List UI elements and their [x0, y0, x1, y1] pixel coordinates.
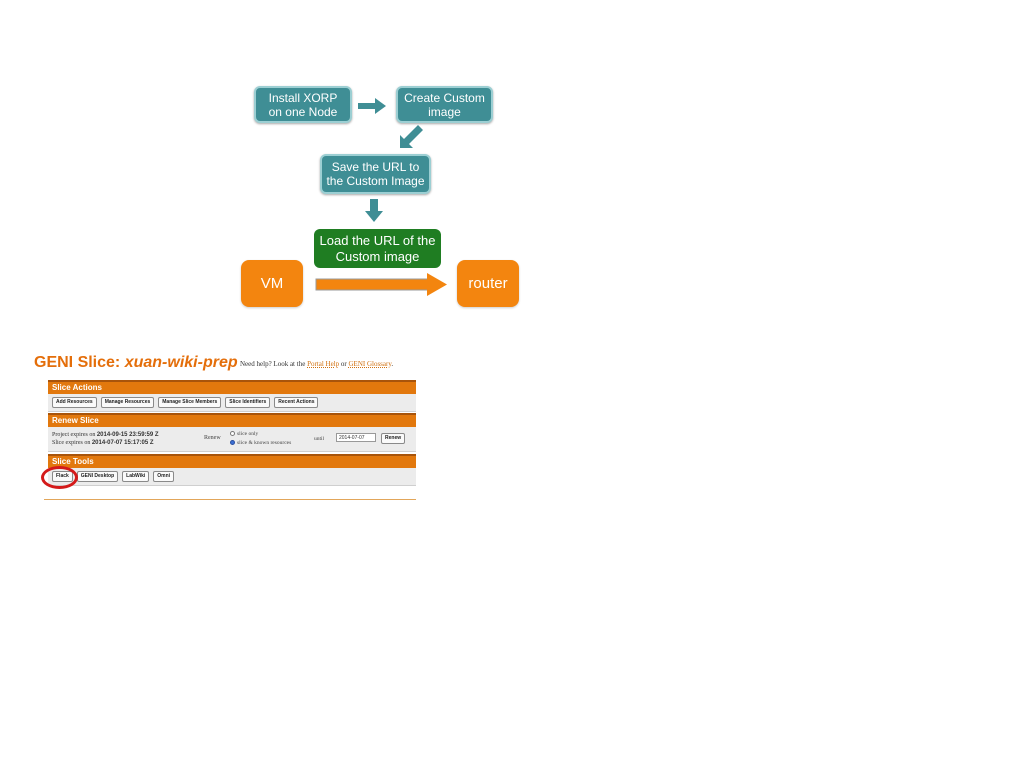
manage-slice-members-button[interactable]: Manage Slice Members — [158, 397, 222, 408]
create-custom-image-node: Create Custom image — [396, 86, 493, 123]
highlight-circle — [41, 466, 78, 489]
help-suffix: . — [391, 360, 394, 368]
renew-label: Renew — [204, 435, 221, 441]
page-title: GENI Slice: xuan-wiki-prep — [34, 354, 238, 372]
renew-slice-panel: Renew Slice Project expires on 2014-09-1… — [48, 413, 416, 452]
project-expires-value: 2014-09-15 23:59:59 Z — [96, 432, 159, 438]
renew-button[interactable]: Renew — [381, 433, 406, 444]
slice-identifiers-button[interactable]: Slice Identifiers — [225, 397, 271, 408]
help-prefix: Need help? Look at the — [240, 360, 308, 368]
until-label: until — [314, 436, 325, 442]
help-text: Need help? Look at the Portal Help or GE… — [240, 360, 393, 368]
slice-expires-label: Slice expires on — [52, 440, 92, 446]
slice-expiration: Slice expires on 2014-07-07 15:17:05 Z — [52, 439, 159, 447]
project-expiration: Project expires on 2014-09-15 23:59:59 Z — [52, 431, 159, 439]
radio-icon[interactable] — [230, 431, 235, 437]
renew-slice-header: Renew Slice — [48, 413, 416, 427]
recent-actions-button[interactable]: Recent Actions — [274, 397, 319, 408]
renew-row: Project expires on 2014-09-15 23:59:59 Z… — [48, 427, 416, 452]
slice-actions-row: Add Resources Manage Resources Manage Sl… — [48, 394, 416, 412]
radio-selected-icon[interactable] — [230, 440, 235, 446]
geni-glossary-link[interactable]: GENI Glossary — [348, 360, 392, 368]
slice-only-label: slice only — [237, 431, 259, 437]
slice-known-resources-label: slice & known resources — [237, 440, 292, 446]
labwiki-button[interactable]: LabWiki — [122, 471, 150, 482]
save-url-node: Save the URL to the Custom Image — [320, 154, 431, 194]
slice-tools-panel: Slice Tools Flack GENI Desktop LabWiki O… — [48, 454, 416, 486]
router-node: router — [457, 260, 519, 307]
renew-date-input[interactable]: 2014-07-07 — [336, 433, 376, 442]
load-url-node: Load the URL of the Custom image — [314, 229, 441, 268]
arrow-long-right-icon — [315, 273, 447, 296]
slice-name: xuan-wiki-prep — [124, 354, 238, 371]
expiration-info: Project expires on 2014-09-15 23:59:59 Z… — [52, 431, 159, 447]
slice-actions-header: Slice Actions — [48, 380, 416, 394]
arrow-diagonal-icon — [400, 125, 423, 148]
slice-tools-row: Flack GENI Desktop LabWiki Omni — [48, 468, 416, 486]
omni-button[interactable]: Omni — [153, 471, 175, 482]
renew-options: slice only slice & known resources — [230, 430, 291, 448]
install-xorp-node: Install XORP on one Node — [254, 86, 352, 123]
slice-actions-panel: Slice Actions Add Resources Manage Resou… — [48, 380, 416, 412]
title-prefix: GENI Slice: — [34, 354, 125, 371]
slice-expires-value: 2014-07-07 15:17:05 Z — [91, 440, 154, 446]
project-expires-label: Project expires on — [52, 432, 97, 438]
arrow-right-icon — [358, 98, 386, 114]
divider — [44, 499, 416, 500]
help-mid: or — [339, 360, 349, 368]
add-resources-button[interactable]: Add Resources — [52, 397, 97, 408]
vm-node: VM — [241, 260, 303, 307]
slice-known-resources-option[interactable]: slice & known resources — [230, 439, 291, 448]
geni-desktop-button[interactable]: GENI Desktop — [76, 471, 119, 482]
geni-portal-screenshot: GENI Slice: xuan-wiki-prep Need help? Lo… — [34, 354, 424, 504]
portal-help-link[interactable]: Portal Help — [307, 360, 340, 368]
arrow-down-icon — [365, 199, 383, 222]
manage-resources-button[interactable]: Manage Resources — [100, 397, 155, 408]
slice-tools-header: Slice Tools — [48, 454, 416, 468]
slice-only-option[interactable]: slice only — [230, 430, 291, 439]
